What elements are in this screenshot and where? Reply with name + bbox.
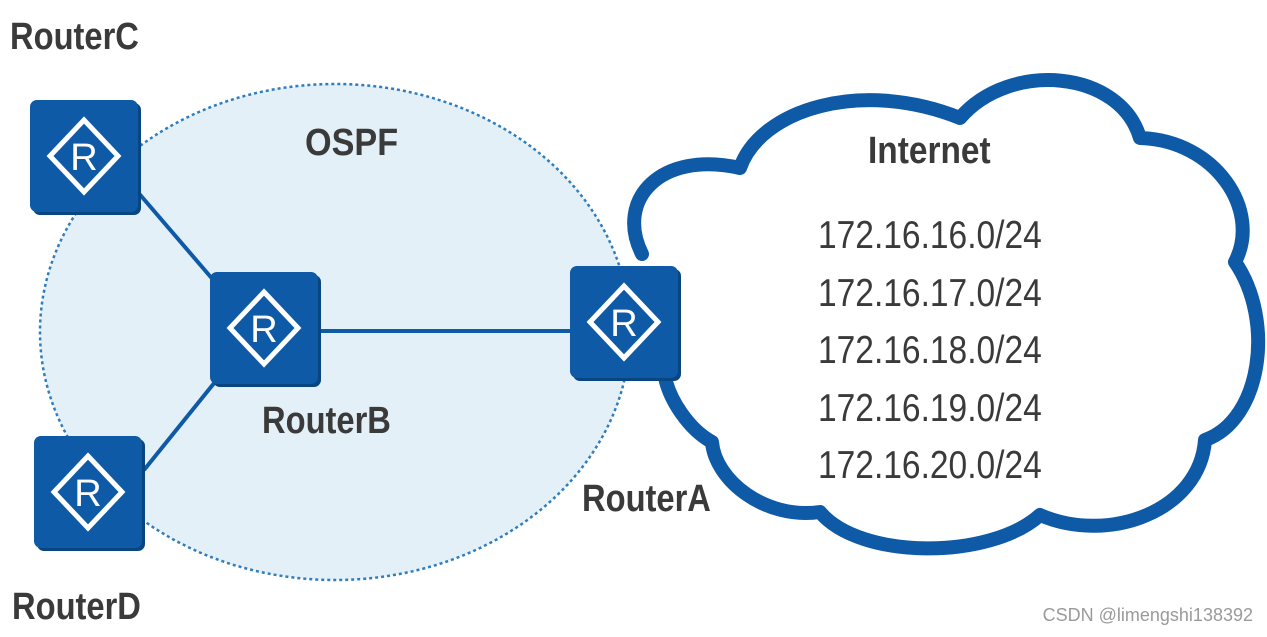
svg-text:R: R [70,137,97,179]
router-c[interactable]: R [30,100,141,215]
router-icon: R [46,116,122,196]
subnet-item: 172.16.17.0/24 [818,271,1042,315]
router-d[interactable]: R [34,436,145,551]
router-a-label: RouterA [582,478,711,520]
subnet-list: 172.16.16.0/24 172.16.17.0/24 172.16.18.… [818,216,1078,504]
router-a[interactable]: R [570,266,681,381]
subnet-item: 172.16.20.0/24 [818,444,1042,487]
internet-cloud [627,73,1266,556]
link-routerD-routerB [142,380,217,472]
svg-text:R: R [74,473,101,515]
watermark: CSDN @limengshi138392 [1042,605,1253,625]
router-d-label: RouterD [12,586,141,628]
router-c-label: RouterC [10,16,139,58]
router-icon: R [50,452,126,532]
link-routerC-routerB [134,188,217,284]
subnet-item: 172.16.18.0/24 [818,329,1042,372]
router-b[interactable]: R [210,272,321,387]
svg-text:R: R [250,309,277,351]
internet-label: Internet [868,130,991,172]
router-b-label: RouterB [262,400,391,442]
ospf-area-label: OSPF [305,122,399,164]
svg-text:R: R [610,303,637,345]
subnet-item: 172.16.16.0/24 [818,214,1042,257]
subnet-item: 172.16.19.0/24 [818,386,1042,430]
router-icon: R [586,282,662,362]
router-icon: R [226,288,302,368]
